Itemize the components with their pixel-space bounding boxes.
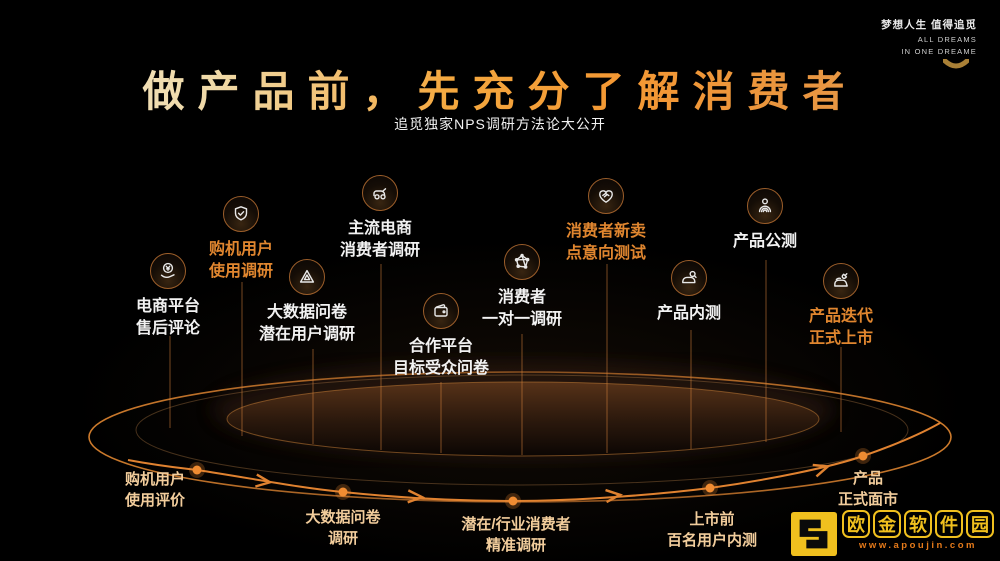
vacuum-plug-icon xyxy=(823,263,859,299)
node-label: 购机用户使用调研 xyxy=(208,241,273,280)
cart-icon xyxy=(362,175,398,211)
node-label: 产品内测 xyxy=(656,305,721,322)
brand-tagline-en1: ALL DREAMS xyxy=(917,35,977,44)
brand-tagline-en2: IN ONE DREAME xyxy=(901,47,977,56)
node-consumer-1on1: 消费者一对一调研 xyxy=(442,244,602,331)
handshake-icon xyxy=(588,178,624,214)
page-title: 做产品前，先充分了解消费者 xyxy=(0,58,1000,119)
node-product-launch: 产品迭代正式上市 xyxy=(761,263,921,350)
node-product-internal: 产品内测 xyxy=(609,260,769,325)
vacuum-search-icon xyxy=(671,260,707,296)
node-product-public: 产品公测 xyxy=(685,188,845,253)
node-label: 合作平台目标受众问卷 xyxy=(392,338,489,377)
polygon-icon xyxy=(504,244,540,280)
smile-arc-icon xyxy=(941,57,971,69)
shield-check-icon xyxy=(223,196,259,232)
watermark: 欧 金 软 件 园 www.apoujin.com xyxy=(791,510,994,558)
node-label: 主流电商消费者调研 xyxy=(339,220,420,259)
timeline-label-precise-research: 潜在/行业消费者精准调研 xyxy=(461,516,571,554)
node-mainstream-ecom: 主流电商消费者调研 xyxy=(300,175,460,262)
timeline-arrows xyxy=(255,463,831,504)
timeline-label-official-launch: 产品正式面市 xyxy=(837,470,899,508)
node-purchase-usage: 购机用户使用调研 xyxy=(161,196,321,283)
timeline-label-usage-review: 购机用户使用评价 xyxy=(124,471,186,509)
node-label: 消费者一对一调研 xyxy=(481,289,562,328)
timeline-label-prelaunch-beta: 上市前百名用户内测 xyxy=(666,511,758,549)
node-ecommerce-aftersale: 电商平台售后评论 xyxy=(88,253,248,340)
wallet-icon xyxy=(423,293,459,329)
watermark-name: 欧 金 软 件 园 xyxy=(842,510,994,538)
node-label: 电商平台售后评论 xyxy=(135,298,200,337)
ellipse-inner-disc xyxy=(226,381,820,457)
page-subtitle: 追觅独家NPS调研方法论大公开 xyxy=(394,116,606,132)
node-selling-point-test: 消费者新卖点意向测试 xyxy=(526,178,686,265)
node-coop-platform: 合作平台目标受众问卷 xyxy=(361,293,521,380)
node-bigdata-potential: 大数据问卷潜在用户调研 xyxy=(227,259,387,346)
brand-tagline-cn: 梦想人生 值得追觅 xyxy=(881,19,977,31)
ellipse-outer-ring xyxy=(88,371,952,503)
triangle-icon xyxy=(289,259,325,295)
watermark-logo-icon xyxy=(791,511,837,557)
node-label: 产品公测 xyxy=(732,233,797,250)
node-label: 消费者新卖点意向测试 xyxy=(565,223,646,262)
watermark-url: www.apoujin.com xyxy=(859,540,977,551)
timeline-label-bigdata-survey: 大数据问卷调研 xyxy=(305,509,381,547)
brand-block: 梦想人生 值得追觅 ALL DREAMS IN ONE DREAME xyxy=(881,17,977,76)
timeline-dots xyxy=(189,448,871,509)
connector-lines xyxy=(169,260,842,455)
hand-coin-icon xyxy=(150,253,186,289)
person-arc-icon xyxy=(747,188,783,224)
node-label: 大数据问卷潜在用户调研 xyxy=(258,304,355,343)
node-label: 产品迭代正式上市 xyxy=(808,308,873,347)
